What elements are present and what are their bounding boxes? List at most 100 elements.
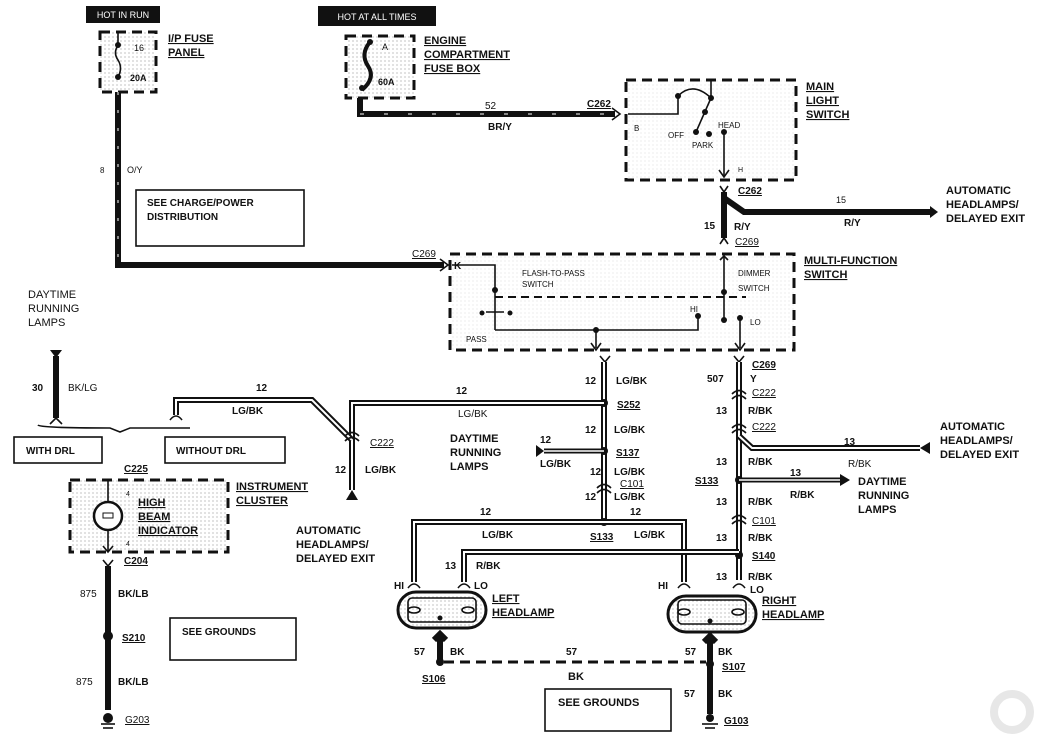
left-headlamp-hi-label: HI [394, 581, 404, 592]
see-charge-line2-label: DISTRIBUTION [147, 212, 218, 223]
label-label: 4 [126, 491, 130, 498]
wire-13-drl: 13 R/BK [739, 468, 850, 501]
see-charge-line1-label: SEE CHARGE/POWER [147, 198, 254, 209]
external-ref-drl-1: DAYTIME RUNNING LAMPS [450, 433, 501, 473]
engine-fuse-box-pin-label: A [382, 42, 388, 52]
connectors-c204-label: C204 [124, 556, 148, 567]
connectors-c269-b-label: C269 [412, 249, 436, 260]
w12i-color-label: LG/BK [482, 530, 514, 541]
drl-3-line3-label: LAMPS [858, 504, 897, 516]
right-headlamp-line2-label: HEADLAMP [762, 609, 824, 621]
right-headlamp-line1-label: RIGHT [762, 595, 797, 607]
grounds-g203-label: G203 [125, 715, 150, 726]
w52-circuit-label: 52 [485, 101, 497, 112]
splices-s133-b-label: S133 [695, 476, 719, 487]
w57a-circuit-label: 57 [414, 647, 426, 658]
connectors-c222-b-label: C222 [752, 388, 776, 399]
w12d-circuit-label: 12 [585, 492, 597, 503]
w12b-circuit-label: 12 [585, 425, 597, 436]
w13d-circuit-label: 13 [716, 533, 728, 544]
w875b-color-label: BK/LB [118, 677, 149, 688]
drl-2-line1-label: DAYTIME [28, 289, 76, 301]
hot-at-all-times-tag: HOT AT ALL TIMES [318, 6, 436, 26]
w12d-color-label: LG/BK [614, 492, 646, 503]
w13e-circuit-label: 13 [716, 572, 728, 583]
right-headlamp: HI LO RIGHT HEADLAMP [658, 581, 824, 634]
multi-function-switch-line2-label: SWITCH [804, 269, 847, 281]
w507-color-label: Y [750, 374, 757, 385]
w15b-circuit-label: 15 [836, 195, 846, 205]
ip-fuse-panel-rating-label: 20A [130, 73, 147, 83]
wire-30: 30 BK/LG [32, 350, 190, 433]
splices-s106-label: S106 [422, 674, 446, 685]
main-light-switch-park-label: PARK [692, 141, 714, 150]
auto-head-3-line1-label: AUTOMATIC [940, 421, 1005, 433]
main-light-switch-head-label: HEAD [718, 121, 740, 130]
ip-fuse-panel: 16 20A I/P FUSE PANEL [98, 30, 214, 94]
main-light-switch-line3-label: SWITCH [806, 109, 849, 121]
splices-s252-label: S252 [617, 400, 641, 411]
w13b-circuit-label: 13 [716, 457, 728, 468]
main-light-switch-off-label: OFF [668, 131, 684, 140]
w12b-color-label: LG/BK [614, 425, 646, 436]
w13f-color-label: R/BK [848, 459, 872, 470]
notes-see-grounds-2-label: SEE GROUNDS [558, 697, 639, 709]
left-headlamp-line1-label: LEFT [492, 593, 520, 605]
w507-circuit-label: 507 [707, 374, 724, 385]
main-light-switch-line2-label: LIGHT [806, 95, 839, 107]
engine-fuse-box-line3-label: FUSE BOX [424, 63, 481, 75]
engine-fuse-box-line2-label: COMPARTMENT [424, 49, 510, 61]
w8-color-label: O/Y [127, 165, 143, 175]
left-headlamp-lo-label: LO [474, 581, 488, 592]
drl-1-line1-label: DAYTIME [450, 433, 499, 445]
wire-13-headlamp-lo: 13 R/BK [445, 549, 739, 582]
grounds-g103-label: G103 [724, 716, 749, 727]
w57b-circuit-label: 57 [566, 647, 578, 658]
w12j-circuit-label: 12 [630, 507, 642, 518]
drl-3-line2-label: RUNNING [858, 490, 909, 502]
w12j-color-label: LG/BK [634, 530, 666, 541]
main-light-switch-pin-b-label: B [634, 124, 639, 133]
notes-with-drl-label: WITH DRL [26, 446, 75, 457]
auto-head-2-line3-label: DELAYED EXIT [296, 553, 375, 565]
ip-fuse-panel-line2-label: PANEL [168, 47, 205, 59]
w13c-circuit-label: 13 [716, 497, 728, 508]
w30-color-label: BK/LG [68, 383, 98, 394]
connectors-c101-b-label: C101 [752, 516, 776, 527]
left-headlamp: HI LO LEFT HEADLAMP [394, 581, 554, 630]
w13h-circuit-label: 13 [445, 561, 457, 572]
main-light-switch: B OFF PARK HEAD H MAIN LIGHT SWITCH [624, 78, 849, 182]
wire-13-auto-headlamps: 13 R/BK [736, 433, 930, 470]
w12f-circuit-label: 12 [256, 383, 268, 394]
w12g-color-label: LG/BK [365, 465, 397, 476]
ip-fuse-panel-line1-label: I/P FUSE [168, 33, 214, 45]
w30-circuit-label: 30 [32, 383, 44, 394]
wire-12-left-branch: 12 LG/BK 12 LG/BK C222 12 LG/BK [173, 383, 604, 500]
drl-2-line3-label: LAMPS [28, 317, 65, 329]
auto-head-3-line2-label: HEADLAMPS/ [940, 435, 1013, 447]
main-light-switch-pin-h-label: H [738, 167, 743, 174]
wire-13-right-column: C269 507 Y C222 13 R/BK C222 13 R/BK S13… [695, 355, 776, 583]
w57c-color-label: BK [718, 647, 733, 658]
note-see-charge-power: SEE CHARGE/POWER DISTRIBUTION [135, 189, 305, 247]
w13c-color-label: R/BK [748, 497, 773, 508]
external-ref-auto-headlamps-2: AUTOMATIC HEADLAMPS/ DELAYED EXIT [296, 525, 375, 565]
wire-12-drl: 12 LG/BK [536, 435, 604, 470]
wire-12-headlamp-hi: 12 LG/BK 12 LG/BK [411, 507, 687, 582]
notes-see-grounds-1-label: SEE GROUNDS [182, 627, 256, 638]
drl-1-line2-label: RUNNING [450, 447, 501, 459]
w12f-color-label: LG/BK [232, 406, 264, 417]
multi-function-switch-hi-label: HI [690, 305, 698, 314]
notes-without-drl-label: WITHOUT DRL [176, 446, 246, 457]
engine-fuse-box: A 60A ENGINE COMPARTMENT FUSE BOX [344, 34, 510, 100]
w12e-color-label: LG/BK [458, 409, 488, 420]
w12a-circuit-label: 12 [585, 376, 597, 387]
w875b-circuit-label: 875 [76, 677, 93, 688]
instrument-cluster-ind2-label: BEAM [138, 511, 170, 523]
w13g-color-label: R/BK [790, 490, 815, 501]
connectors-c269-c-label: C269 [752, 360, 776, 371]
note-see-grounds-2: SEE GROUNDS [544, 688, 672, 732]
w8-circuit-label: 8 [100, 166, 105, 175]
auto-head-1-line2-label: HEADLAMPS/ [946, 199, 1019, 211]
w52-color-label: BR/Y [488, 122, 512, 133]
